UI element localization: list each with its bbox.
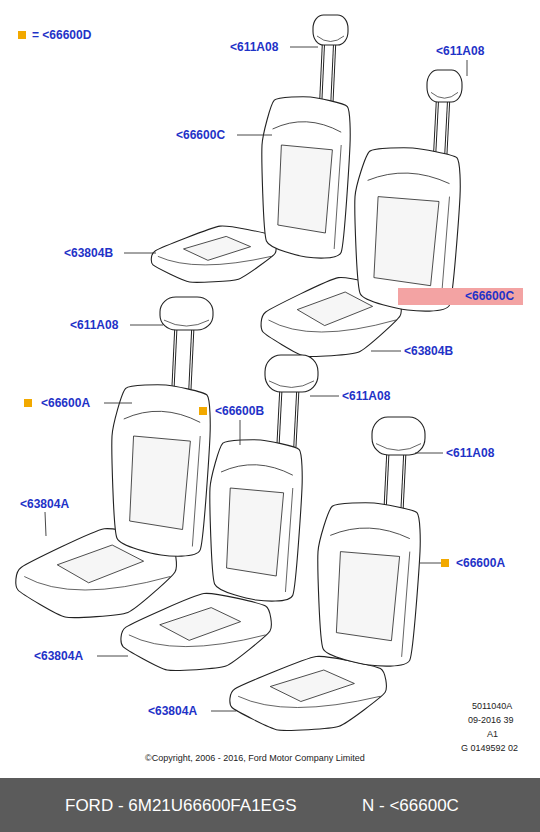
marker-square <box>441 559 449 567</box>
callout-number: <63804A <box>148 704 197 718</box>
callout-number: <66600A <box>41 396 90 410</box>
legend-text: = <66600D <box>32 28 91 42</box>
drawing-note: G 0149592 02 <box>461 742 518 754</box>
callout-number: <611A08 <box>436 44 484 58</box>
footer-bar <box>0 778 540 832</box>
legend-entry: = <66600D <box>18 28 91 42</box>
callout-number: <63804A <box>34 649 83 663</box>
seat-cushion <box>230 656 386 730</box>
leader-lines <box>45 47 467 711</box>
part-number: <66600C <box>465 288 523 305</box>
callout-number: <66600C <box>176 128 225 142</box>
callout-number: <611A08 <box>446 446 494 460</box>
headrest <box>265 355 318 447</box>
headrest <box>427 70 462 157</box>
callout-number: <611A08 <box>70 318 118 332</box>
callout-number: <611A08 <box>342 389 390 403</box>
headrest <box>372 417 425 513</box>
callout-number: <66600A <box>456 556 505 570</box>
legend-swatch <box>18 31 26 39</box>
marker-square <box>24 399 32 407</box>
highlight-band: <66600C <box>398 288 523 305</box>
seat-cushion <box>151 226 276 282</box>
seat-back <box>355 148 460 311</box>
callout-number: <66600B <box>215 404 264 418</box>
drawing-note: A1 <box>487 728 498 740</box>
drawing-note: ©Copyright, 2006 - 2016, Ford Motor Comp… <box>145 752 365 764</box>
headrest <box>160 297 213 390</box>
seat-back <box>318 503 420 666</box>
seat-back <box>112 385 210 556</box>
seats <box>16 15 462 730</box>
callout-number: <63804B <box>64 246 113 260</box>
seat-back <box>262 97 350 258</box>
drawing-note: 09-2016 39 <box>468 714 514 726</box>
footer-text: N - <66600C <box>362 796 459 816</box>
callout-number: <611A08 <box>230 40 278 54</box>
marker-square <box>199 407 207 415</box>
callout-number: <63804A <box>20 497 69 511</box>
seat-cushion <box>121 593 271 670</box>
drawing-note: 5011040A <box>472 700 512 712</box>
footer-text: FORD - 6M21U66600FA1EGS <box>65 796 296 816</box>
headrest <box>313 15 348 107</box>
callout-number: <63804B <box>404 344 453 358</box>
seat-back <box>210 440 302 601</box>
